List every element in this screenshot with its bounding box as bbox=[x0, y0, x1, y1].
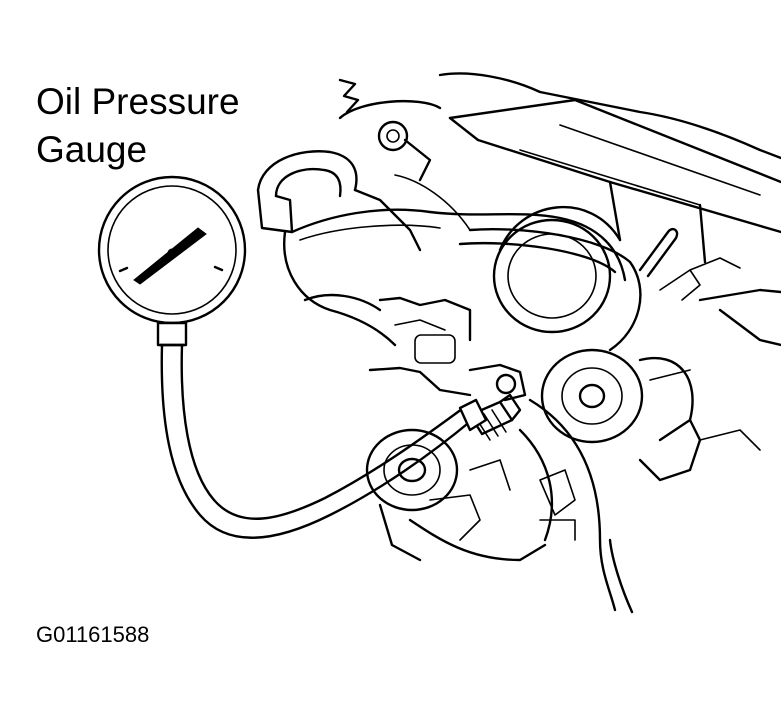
gauge-callout-line-1: Oil Pressure bbox=[36, 81, 240, 122]
gauge-callout-line-2: Gauge bbox=[36, 129, 148, 170]
gauge-stem bbox=[156, 321, 188, 347]
pressure-gauge bbox=[97, 175, 247, 347]
gauge-face-ring bbox=[107, 185, 237, 315]
gauge-needle-pivot bbox=[167, 248, 177, 258]
gauge-max-tick bbox=[213, 265, 224, 272]
engine-illustration bbox=[256, 72, 781, 614]
gauge-hose bbox=[160, 343, 488, 539]
hose-end-fitting bbox=[458, 398, 488, 432]
figure-id: G01161588 bbox=[36, 622, 150, 647]
gauge-min-tick bbox=[118, 266, 129, 273]
